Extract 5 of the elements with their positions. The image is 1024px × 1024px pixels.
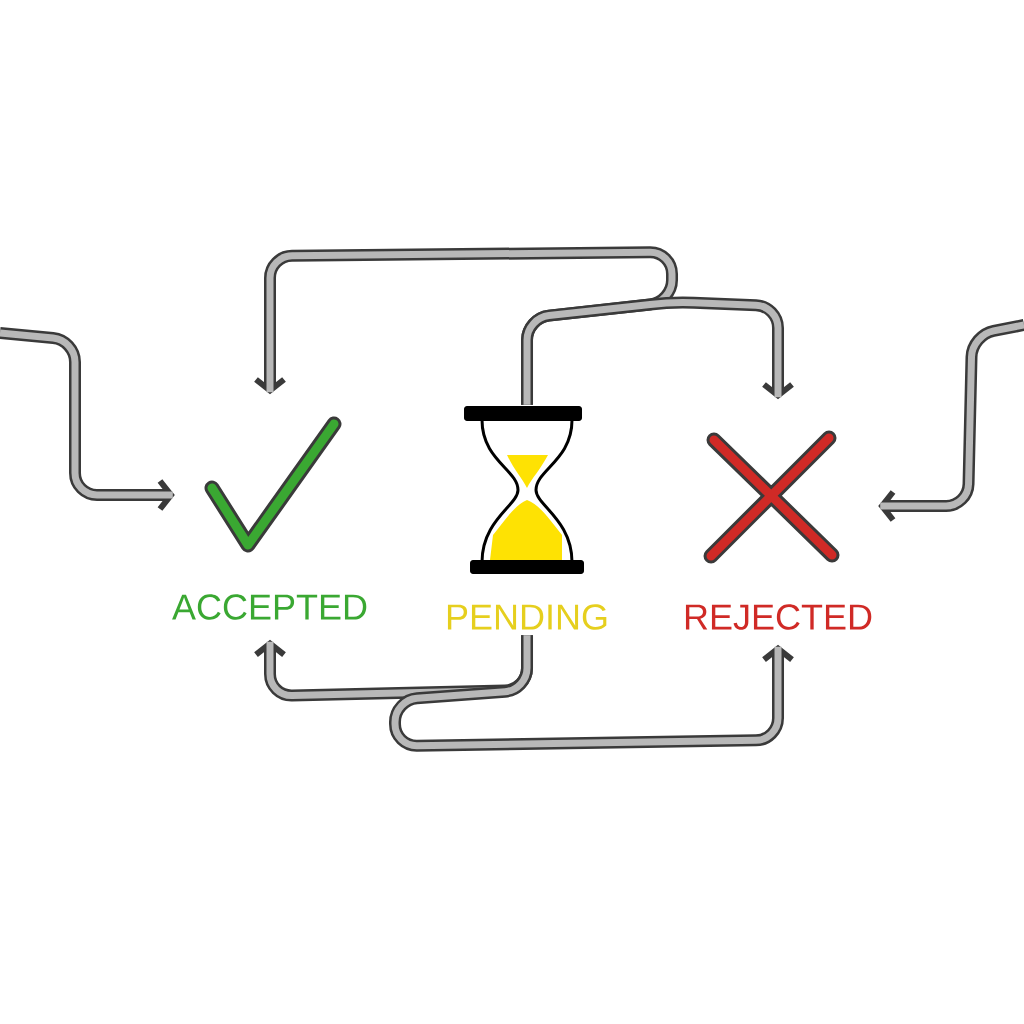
- status-label: REJECTED: [685, 604, 872, 630]
- status-label: PENDING: [447, 604, 607, 630]
- arrow: [878, 319, 1024, 522]
- status-label: ACCEPTED: [172, 594, 367, 620]
- arrow: [0, 327, 175, 511]
